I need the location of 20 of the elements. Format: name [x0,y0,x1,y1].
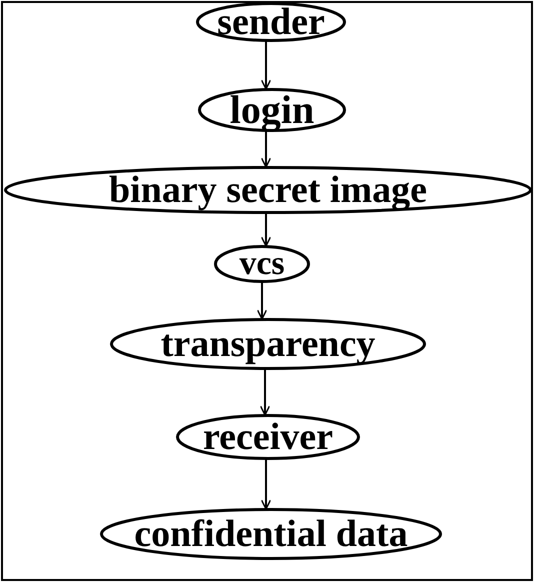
node-label: sender [217,3,325,41]
arrow [260,213,272,247]
process-ellipse [100,508,442,560]
process-ellipse [4,166,532,214]
arrow [260,131,272,168]
process-ellipse [176,414,360,460]
node-label: confidential data [134,515,408,553]
process-ellipse [110,318,426,370]
arrow [260,369,270,416]
process-ellipse [198,88,346,132]
node-label: vcs [239,247,285,281]
node-label: receiver [202,418,334,456]
node-label: binary secret image [109,171,427,209]
arrow [260,459,272,510]
process-ellipse [196,2,346,42]
arrow [260,41,272,90]
node-label: transparency [160,325,376,363]
arrow [256,282,268,320]
process-ellipse [214,245,310,283]
node-label: login [230,90,314,130]
